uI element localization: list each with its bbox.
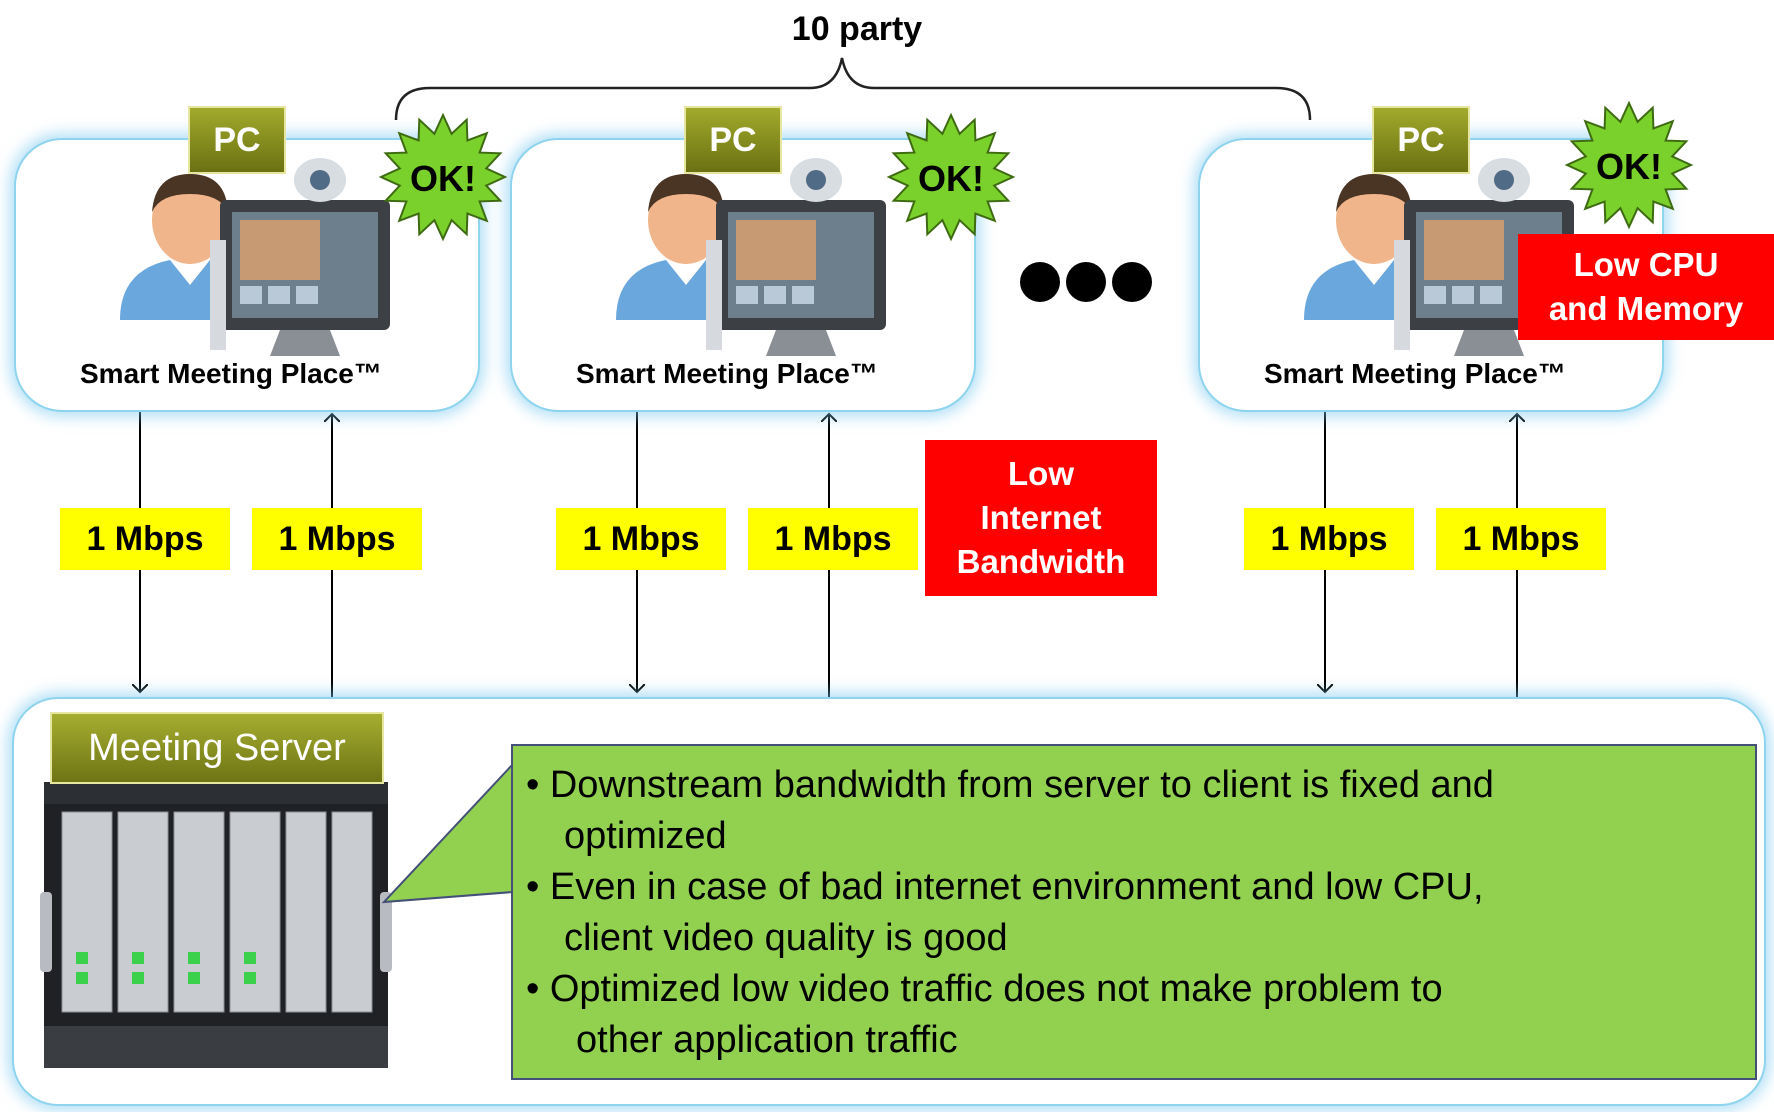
rate-label-up-2: 1 Mbps (748, 508, 918, 570)
client-name-1: Smart Meeting Place™ (80, 358, 382, 389)
server-benefits-callout (511, 744, 1757, 1080)
pc-tag-1: PC (188, 106, 286, 174)
server-rack-image (40, 782, 392, 1068)
party-count-label: 10 party (791, 10, 923, 48)
bullet-2-line-2: client video quality is good (564, 917, 1008, 959)
bullet-2-line-1: • Even in case of bad internet environme… (526, 866, 1484, 908)
more-clients-ellipsis (1020, 262, 1152, 302)
client-illustration-2 (616, 158, 886, 356)
pc-tag-2: PC (684, 106, 782, 174)
bullet-3-line-2: other application traffic (576, 1019, 958, 1061)
low-cpu-line-1: Low CPU (1573, 246, 1719, 283)
low-cpu-note: Low CPU and Memory (1518, 234, 1774, 340)
bullet-1-line-2: optimized (564, 815, 727, 857)
pc-tag-3: PC (1372, 106, 1470, 174)
low-bandwidth-line-3: Bandwidth (956, 543, 1126, 580)
low-cpu-line-2: and Memory (1548, 290, 1744, 327)
ok-label: OK! (1596, 146, 1662, 187)
server-benefits-list: • Downstream bandwidth from server to cl… (526, 760, 1746, 1066)
rate-label-down-3: 1 Mbps (1244, 508, 1414, 570)
rate-label-up-1: 1 Mbps (252, 508, 422, 570)
low-bandwidth-line-2: Internet (980, 499, 1102, 536)
rate-label-up-3: 1 Mbps (1436, 508, 1606, 570)
ok-burst-2: OK! (886, 112, 1016, 242)
callout-pointer (381, 761, 515, 904)
rate-label-down-1: 1 Mbps (60, 508, 230, 570)
client-name-2: Smart Meeting Place™ (576, 358, 878, 389)
webcam-icon (1478, 158, 1530, 202)
bullet-1-line-1: • Downstream bandwidth from server to cl… (526, 764, 1494, 806)
low-bandwidth-line-1: Low (1008, 455, 1074, 492)
client-name-3: Smart Meeting Place™ (1264, 358, 1566, 389)
client-illustration-1 (120, 158, 390, 356)
webcam-icon (790, 158, 842, 202)
rate-label-down-2: 1 Mbps (556, 508, 726, 570)
ok-label: OK! (918, 158, 984, 199)
party-brace (394, 57, 1312, 121)
monitor-icon (210, 200, 390, 356)
ok-label: OK! (410, 158, 476, 199)
ok-burst-3: OK! (1564, 100, 1694, 230)
bullet-3-line-1: • Optimized low video traffic does not m… (526, 968, 1443, 1010)
monitor-icon (706, 200, 886, 356)
ok-burst-1: OK! (378, 112, 508, 242)
server-label: Meeting Server (50, 712, 384, 784)
webcam-icon (294, 158, 346, 202)
low-bandwidth-note: Low Internet Bandwidth (925, 440, 1157, 596)
